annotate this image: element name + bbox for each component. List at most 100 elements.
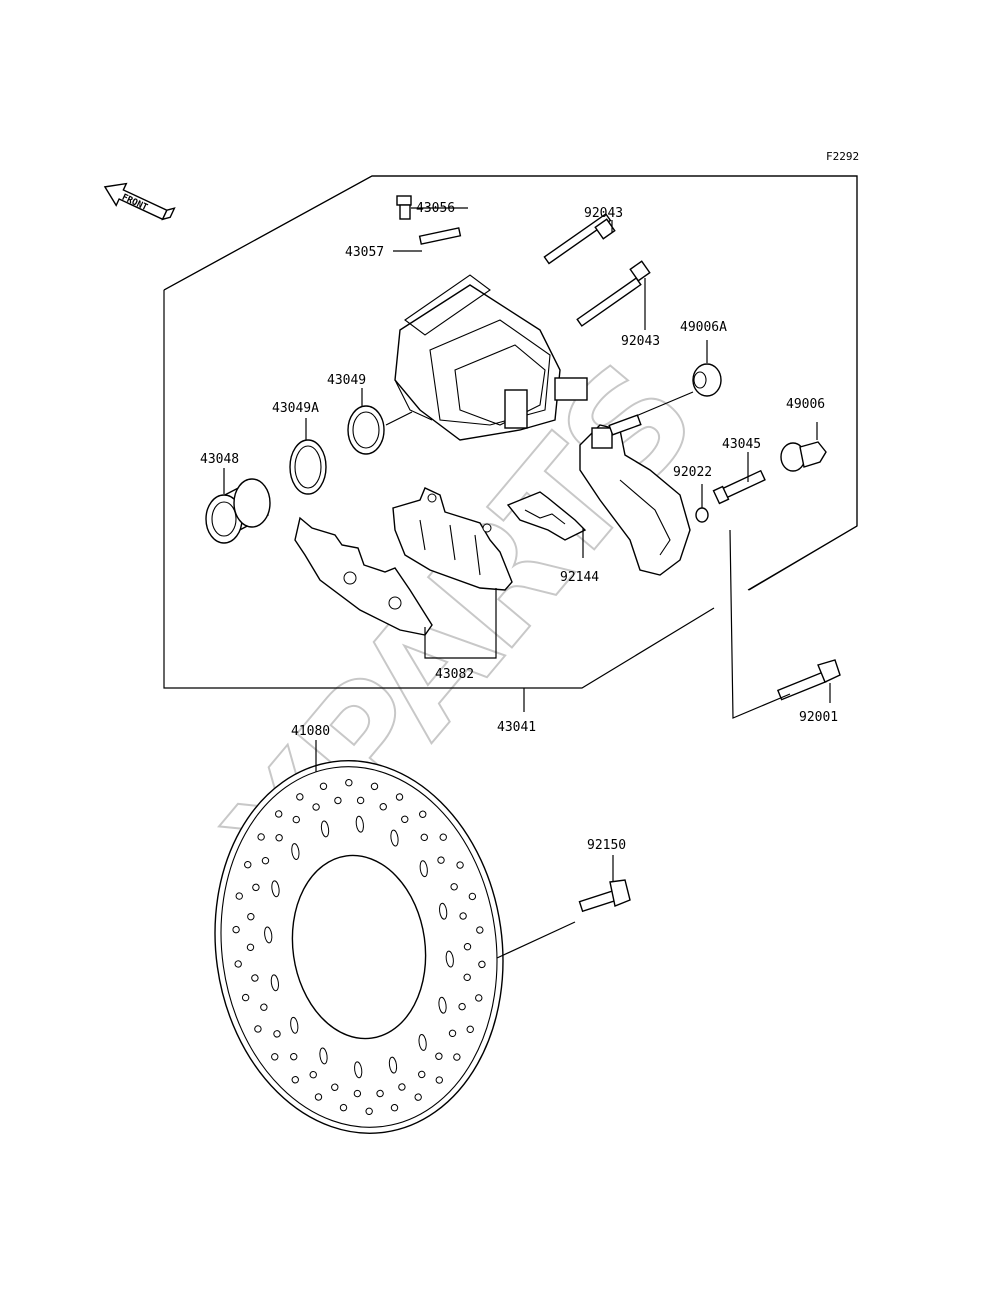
label-43049a: 43049A xyxy=(272,401,319,416)
disc-hole xyxy=(271,880,280,898)
disc-hole xyxy=(356,796,365,805)
label-92001: 92001 xyxy=(799,710,838,725)
disc-hole xyxy=(264,926,273,944)
disc-hole xyxy=(376,1089,384,1098)
disc-hole xyxy=(254,1025,262,1033)
disc-hole xyxy=(270,974,279,992)
disc-hole xyxy=(314,1093,323,1101)
disc-hole xyxy=(247,912,255,921)
pad-pin xyxy=(393,227,462,252)
disc-hole xyxy=(463,973,471,982)
disc-hole xyxy=(435,1076,443,1084)
disc-hole xyxy=(418,1070,426,1079)
brake-pad-right xyxy=(392,487,513,591)
disc-hole xyxy=(435,1052,443,1060)
disc-hole xyxy=(292,815,300,824)
disc-hole xyxy=(439,902,448,920)
disc-hole xyxy=(450,883,458,891)
disc-hole xyxy=(290,1052,298,1061)
disc-hole xyxy=(260,1003,268,1011)
label-43048: 43048 xyxy=(200,452,239,467)
label-92022: 92022 xyxy=(673,465,712,480)
boot-49006 xyxy=(780,422,827,472)
bleeder-valve xyxy=(396,195,468,220)
disc-hole xyxy=(244,860,252,869)
disc-hole xyxy=(291,1076,299,1084)
disc-hole xyxy=(312,803,320,811)
piston xyxy=(205,468,271,544)
disc-hole xyxy=(365,1107,373,1115)
piston-seal xyxy=(347,388,413,455)
disc-hole xyxy=(290,1016,299,1034)
disc-hole xyxy=(296,793,304,801)
diagram-code: F2292 xyxy=(826,150,859,163)
brake-pad-left xyxy=(294,516,433,636)
label-43057: 43057 xyxy=(345,245,384,260)
disc-hole xyxy=(319,782,328,790)
disc-hole xyxy=(257,833,265,841)
disc-hole xyxy=(390,829,399,847)
disc-hole xyxy=(419,810,427,818)
label-43049: 43049 xyxy=(327,373,366,388)
disc-hole xyxy=(235,892,243,900)
disc-hole xyxy=(355,815,364,833)
label-92043-lower: 92043 xyxy=(621,334,660,349)
disc-hole xyxy=(291,843,300,860)
label-41080: 41080 xyxy=(291,724,330,739)
disc-hole xyxy=(438,996,447,1014)
disc-hole xyxy=(234,960,242,968)
slide-pin-upper xyxy=(543,212,616,265)
disc-hole xyxy=(246,943,255,952)
label-43045: 43045 xyxy=(722,437,761,452)
washer-92022 xyxy=(695,484,709,523)
disc-hole xyxy=(390,1104,399,1112)
disc-hole xyxy=(476,926,484,934)
caliper-body xyxy=(394,274,588,441)
disc-hole xyxy=(334,796,342,805)
bolt-92001 xyxy=(729,529,841,719)
disc-hole xyxy=(339,1103,348,1112)
label-92043-upper: 92043 xyxy=(584,206,623,221)
disc-hole xyxy=(241,993,250,1002)
disc-hole xyxy=(466,1025,474,1034)
disc-hole xyxy=(232,925,240,934)
disc-hole xyxy=(275,834,283,842)
disc-hole xyxy=(395,793,404,801)
disc-hole xyxy=(453,1053,461,1061)
disc-hole xyxy=(379,803,387,811)
disc-hole xyxy=(320,820,330,838)
disc-hole xyxy=(271,1053,279,1061)
disc-hole xyxy=(418,1034,427,1051)
disc-hole xyxy=(439,833,447,841)
disc-hole xyxy=(252,883,260,892)
disc-hole xyxy=(401,815,409,823)
dust-seal xyxy=(289,418,327,495)
disc-hole xyxy=(251,974,259,982)
disc-hole xyxy=(420,833,428,842)
label-49006a: 49006A xyxy=(680,320,727,335)
bolt-92150 xyxy=(496,855,631,959)
disc-hole xyxy=(459,912,467,920)
disc-holes xyxy=(232,779,486,1115)
disc-hole xyxy=(419,860,428,878)
disc-hole xyxy=(448,1029,457,1038)
disc-hole xyxy=(458,1002,466,1011)
label-43041: 43041 xyxy=(497,720,536,735)
disc-hole xyxy=(354,1061,363,1079)
disc-hole xyxy=(437,856,445,864)
disc-hole xyxy=(445,950,454,968)
disc-hole xyxy=(398,1083,406,1091)
label-92150: 92150 xyxy=(587,838,626,853)
label-92144: 92144 xyxy=(560,570,599,585)
brake-disc xyxy=(214,760,504,1134)
disc-hole xyxy=(475,994,483,1002)
front-arrow-icon: FRONT xyxy=(103,182,176,221)
bolt-43045 xyxy=(712,452,766,505)
caliper-bracket xyxy=(579,414,691,576)
disc-hole xyxy=(309,1071,317,1079)
disc-hole xyxy=(345,779,353,787)
leader-43082 xyxy=(424,588,497,659)
slide-pin-lower xyxy=(576,260,651,330)
